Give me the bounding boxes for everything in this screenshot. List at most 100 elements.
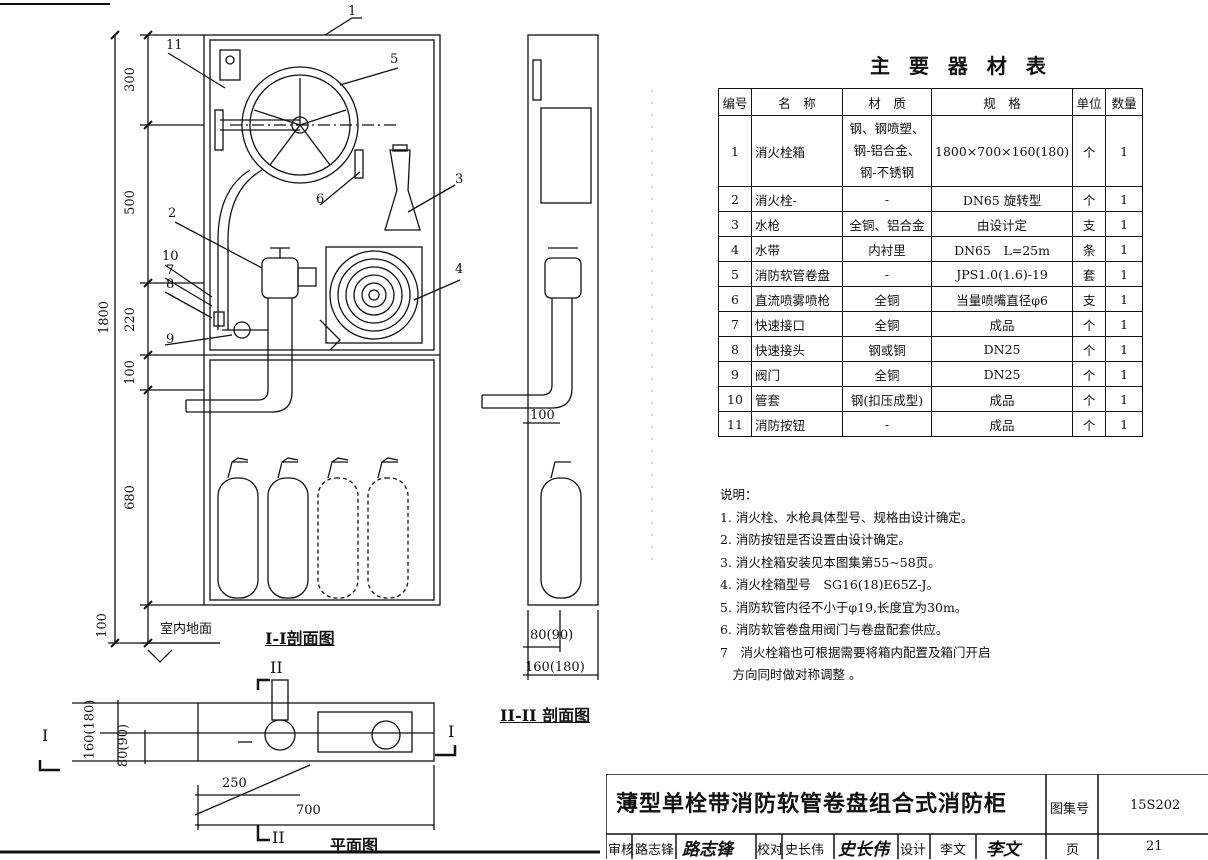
callout-5: 5 [390, 52, 399, 67]
cell-name: 水带 [751, 236, 843, 262]
cabinet-side [527, 34, 599, 606]
cell-qty: 1 [1105, 311, 1144, 337]
cell-name: 水枪 [751, 211, 843, 237]
notes-heading: 说明： [720, 487, 758, 502]
title-block-grid [606, 774, 1208, 859]
cell-spec: DN25 [930, 361, 1074, 387]
drawing-title: 薄型单栓带消防软管卷盘组合式消防柜 [616, 792, 1008, 817]
cell-unit: 条 [1072, 236, 1107, 262]
cell-spec: 当量喷嘴直径φ6 [930, 286, 1074, 312]
page-number: 21 [1146, 839, 1163, 854]
callout-3: 3 [455, 172, 464, 187]
plan-dim-700: 700 [296, 803, 321, 818]
checker-name: 史长伟 [785, 843, 825, 858]
cell-unit: 支 [1072, 286, 1107, 312]
cell-qty: 1 [1105, 261, 1144, 287]
cell-name: 阀门 [751, 361, 843, 387]
cell-material: - [842, 186, 932, 212]
cell-name: 直流喷雾喷枪 [751, 286, 843, 312]
cell-qty: 1 [1105, 386, 1144, 412]
cell-name: 消防软管卷盘 [751, 261, 843, 287]
notes: 说明： 1. 消火栓、水枪具体型号、规格由设计确定。 2. 消防按钮是否设置由设… [720, 484, 990, 687]
cell-name: 快速接头 [751, 336, 843, 362]
note-item: 3. 消火栓箱安装见本图集第55~58页。 [720, 554, 941, 570]
cell-qty: 1 [1105, 336, 1144, 362]
cell-spec: 1800×700×160(180) [930, 115, 1074, 187]
section-2-caption: II-II 剖面图 [500, 706, 591, 725]
callout-9: 9 [166, 332, 175, 347]
plan-dim-250: 250 [222, 776, 247, 791]
cell-unit: 个 [1072, 311, 1107, 337]
cell-spec: JPS1.0(1.6)-19 [930, 261, 1074, 287]
review-label: 审核 [608, 843, 635, 858]
cell-spec: DN65 旋转型 [930, 186, 1074, 212]
cell-unit: 个 [1072, 336, 1107, 362]
cell-material: - [842, 261, 932, 287]
page-label: 页 [1066, 843, 1080, 858]
cell-unit: 套 [1072, 261, 1107, 287]
cell-spec: 由设计定 [930, 211, 1074, 237]
cell-no: 9 [718, 361, 752, 387]
callout-7: 7 [166, 263, 175, 278]
cell-material: 全铜 [842, 361, 932, 387]
plan-dim-80: 80(90) [116, 723, 132, 768]
cell-no: 6 [718, 286, 752, 312]
reviewer-signature: 路志锋 [682, 840, 733, 860]
cell-qty: 1 [1105, 211, 1144, 237]
note-item: 方向同时做对称调整 。 [720, 667, 862, 682]
callout-8: 8 [166, 277, 175, 292]
callout-2: 2 [168, 206, 177, 221]
floor-label: 室内地面 [160, 622, 213, 637]
cell-spec: 成品 [930, 411, 1074, 437]
cell-unit: 个 [1072, 361, 1107, 387]
cell-qty: 1 [1105, 186, 1144, 212]
checker-signature: 史长伟 [838, 840, 889, 860]
header-unit: 单位 [1072, 88, 1107, 116]
plan-dim-160: 160(180) [82, 699, 98, 760]
cell-unit: 个 [1072, 411, 1107, 437]
dim-100-upper: 100 [122, 360, 138, 385]
cell-material: 内衬里 [842, 236, 932, 262]
cell-unit: 个 [1072, 186, 1107, 212]
cell-unit: 个 [1072, 115, 1107, 187]
callout-1: 1 [348, 4, 357, 19]
title-block: 薄型单栓带消防软管卷盘组合式消防柜 图集号 15S202 审核 路志锋 路志锋 … [606, 774, 1208, 860]
cell-material: 钢(扣压成型) [842, 386, 932, 412]
section-mark-i-left: I [42, 726, 49, 745]
side-dim-100: 100 [530, 408, 555, 423]
cell-qty: 1 [1105, 286, 1144, 312]
designer-signature: 李文 [986, 840, 1020, 860]
section-1-caption: I-I剖面图 [265, 629, 335, 648]
cell-name: 消火栓- [751, 186, 843, 212]
cell-no: 7 [718, 311, 752, 337]
cell-qty: 1 [1105, 115, 1144, 187]
atlas-label: 图集号 [1050, 802, 1090, 817]
side-dim-80: 80(90) [530, 628, 574, 643]
cell-no: 5 [718, 261, 752, 287]
cell-name: 消防按钮 [751, 411, 843, 437]
cell-spec: DN65 L=25m [930, 236, 1074, 262]
plan-caption: 平面图 [330, 836, 379, 855]
reviewer-name: 路志锋 [635, 843, 675, 858]
cell-unit: 个 [1072, 386, 1107, 412]
cell-material: 全铜 [842, 311, 932, 337]
note-item: 6. 消防软管卷盘用阀门与卷盘配套供应。 [720, 622, 949, 637]
materials-table-title: 主 要 器 材 表 [870, 54, 1052, 78]
header-spec: 规 格 [930, 88, 1074, 116]
cell-no: 8 [718, 336, 752, 362]
note-item: 1. 消火栓、水枪具体型号、规格由设计确定。 [720, 509, 974, 525]
header-name: 名 称 [751, 88, 843, 116]
dim-220: 220 [122, 307, 138, 332]
designer-name: 李文 [940, 843, 967, 858]
